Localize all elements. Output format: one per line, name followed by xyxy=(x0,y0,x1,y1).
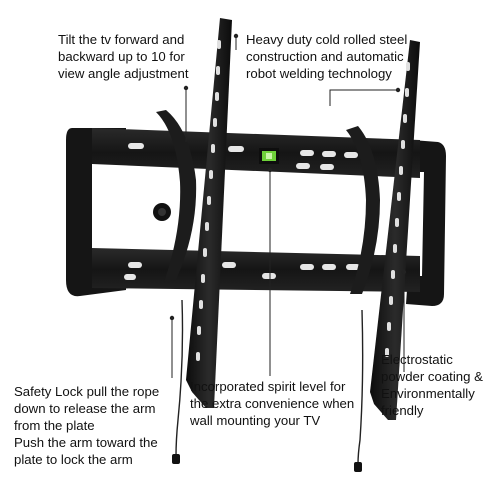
steel-line-3: robot welding technology xyxy=(246,66,392,81)
safety-lock-line-2: down to release the arm xyxy=(14,401,156,416)
leader-lines xyxy=(171,36,405,378)
bottom-rail-slots xyxy=(124,262,360,280)
push-arm-line-1: Push the arm toward the xyxy=(14,435,158,450)
spirit-level-line-1: Incorporated spirit level for xyxy=(190,379,346,394)
left-tilt-hinge xyxy=(156,110,197,282)
left-release-rope xyxy=(175,299,184,457)
safety-lock-line-3: from the plate xyxy=(14,418,95,433)
coating-callout: Electrostatic powder coating & Environme… xyxy=(381,351,483,419)
push-arm-line-2: plate to lock the arm xyxy=(14,452,133,467)
left-arm xyxy=(186,18,232,408)
coating-line-3: Environmentally xyxy=(381,386,475,401)
coating-line-1: Electrostatic xyxy=(381,352,453,367)
steel-callout: Heavy duty cold rolled steel constructio… xyxy=(246,31,407,82)
right-arm xyxy=(370,40,420,420)
wall-plate-left-bracket xyxy=(66,128,126,297)
leader-dots xyxy=(169,33,407,321)
right-arm-holes xyxy=(385,62,410,357)
spirit-level-line-2: the extra convenience when xyxy=(190,396,355,411)
right-release-rope xyxy=(357,309,364,465)
steel-line-2: construction and automatic xyxy=(246,49,404,64)
safety-lock-callout: Safety Lock pull the rope down to releas… xyxy=(14,383,159,434)
steel-line-1: Heavy duty cold rolled steel xyxy=(246,32,408,47)
right-tilt-hinge xyxy=(346,126,380,294)
spirit-level xyxy=(259,148,279,164)
left-rope-pull xyxy=(172,454,180,464)
top-rail-slots xyxy=(128,143,358,170)
tilt-line-3: view angle adjustment xyxy=(58,66,189,81)
coating-line-2: powder coating & xyxy=(381,369,483,384)
safety-lock-line-1: Safety Lock pull the rope xyxy=(14,384,160,399)
tilt-line-1: Tilt the tv forward and xyxy=(58,32,185,47)
tilt-line-2: backward up to 10 for xyxy=(58,49,185,64)
left-arm-holes xyxy=(196,40,221,361)
coating-line-4: friendly xyxy=(381,403,424,418)
right-rope-pull xyxy=(354,462,362,472)
tilt-callout: Tilt the tv forward and backward up to 1… xyxy=(58,31,188,82)
wall-plate-right-bracket xyxy=(406,140,446,306)
safety-knob xyxy=(153,203,171,221)
push-arm-callout: Push the arm toward the plate to lock th… xyxy=(14,434,158,468)
spirit-level-line-3: wall mounting your TV xyxy=(190,413,321,428)
spirit-level-callout: Incorporated spirit level for the extra … xyxy=(190,378,354,429)
